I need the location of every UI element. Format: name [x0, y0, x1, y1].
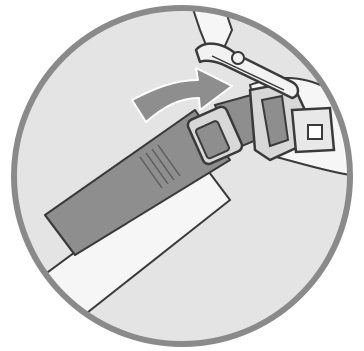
strap-attachment-illustration — [0, 0, 364, 351]
illustration-svg — [0, 0, 364, 351]
